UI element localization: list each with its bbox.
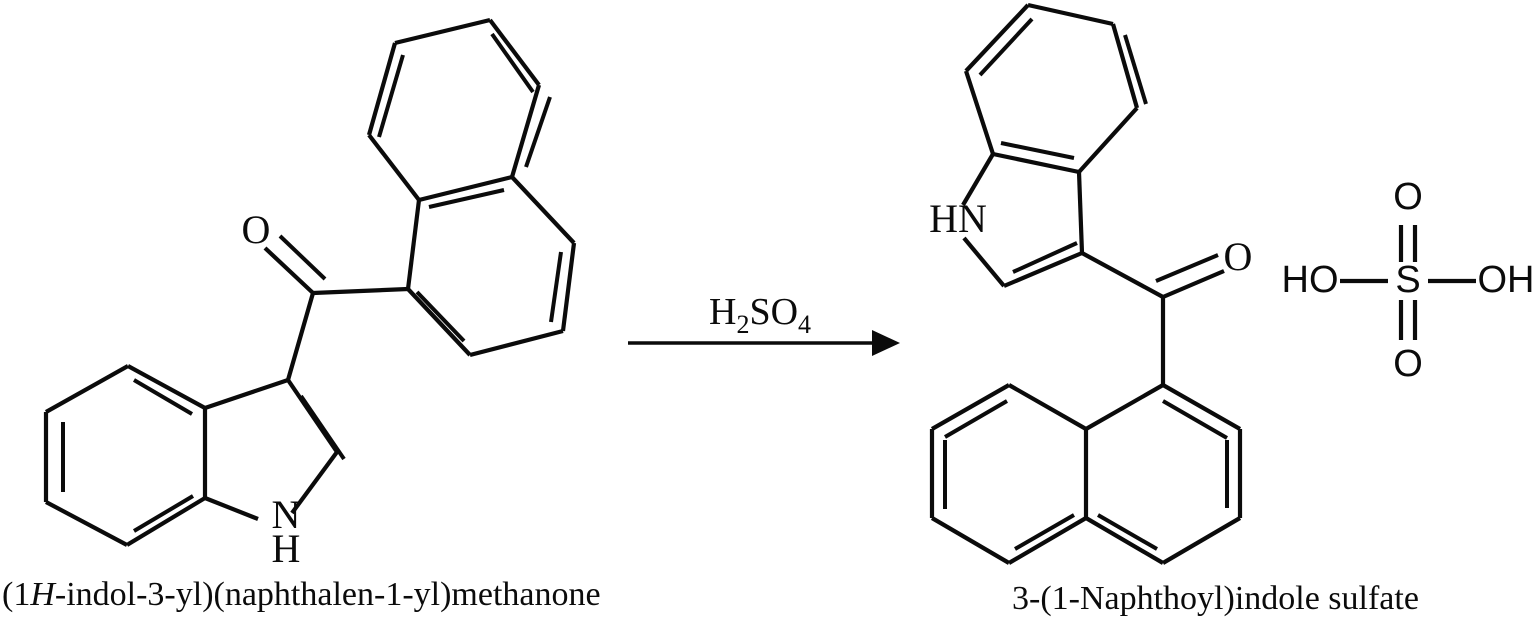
reactant-caption: (1H-indol-3-yl)(naphthalen-1-yl)methanon… — [2, 578, 601, 612]
sulfate-sulfur-label: S — [1395, 259, 1420, 301]
reactant-naphthalene-lower-ring — [405, 174, 577, 358]
sulfate-structure: S O O HO OH — [1282, 176, 1535, 385]
product-carbonyl-oxygen-label: O — [1224, 234, 1253, 279]
reagent-so: SO — [749, 291, 798, 333]
reagent-sub-2: 2 — [736, 310, 749, 339]
reactant-indole-pyrrole-ring — [204, 378, 346, 521]
product-indole-pyrrole-ring — [961, 152, 1085, 288]
reactant-indole-h-label: H — [272, 526, 301, 571]
product-c3-carbonyl-bond — [1080, 251, 1165, 299]
product-naphthalene-left-ring — [929, 383, 1088, 565]
product-indole-benzo-ring — [964, 2, 1148, 175]
product-naphthalene-right-ring — [1083, 383, 1243, 565]
reactant-c3-carbonyl-bond — [285, 292, 316, 381]
reactant-indole-benzo-ring — [43, 364, 208, 547]
product-caption: 3-(1-Naphthoyl)indole sulfate — [1012, 580, 1419, 617]
sulfate-oxygen-top-label: O — [1393, 176, 1423, 218]
reactant-structure: N H O — [43, 17, 577, 571]
reactant-caption-prefix: (1 — [2, 576, 31, 613]
reactant-caption-suffix: -indol-3-yl)(naphthalen-1-yl)methanone — [54, 576, 601, 613]
reaction-arrow-group: H2SO4 — [628, 291, 900, 356]
reagent-sub-4: 4 — [798, 310, 811, 339]
reactant-caption-italic-h: H — [30, 576, 55, 613]
arrow-head — [872, 330, 900, 356]
reactant-naphthalene-upper-ring — [366, 17, 552, 202]
reactant-carbonyl-naphthalene-bond — [312, 286, 409, 296]
sulfate-hydroxyl-left-label: HO — [1282, 259, 1339, 301]
reactant-indole-n-label: N — [272, 492, 301, 537]
product-indole-hn-label: HN — [929, 196, 987, 241]
reactant-carbonyl-oxygen-label: O — [242, 207, 271, 252]
product-structure: HN O — [929, 2, 1253, 565]
product-carbonyl-group: O — [1155, 234, 1253, 299]
reagent-label: H2SO4 — [709, 291, 811, 339]
sulfate-oxygen-bottom-label: O — [1393, 343, 1423, 385]
reagent-h: H — [709, 291, 736, 333]
sulfate-hydroxyl-right-label: OH — [1478, 259, 1535, 301]
reactant-carbonyl-group: O — [242, 207, 327, 295]
